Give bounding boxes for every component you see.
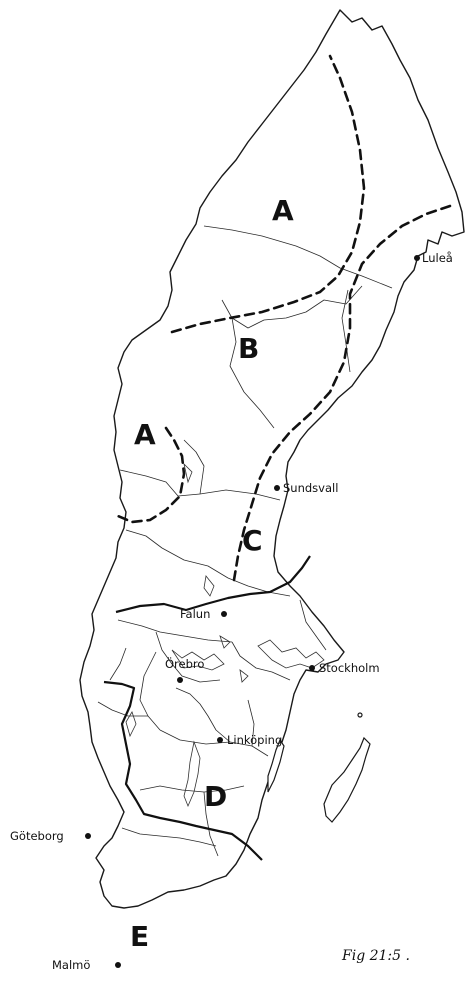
city-malmo: Malmö [52,958,121,972]
svg-text:Göteborg: Göteborg [10,829,64,843]
region-boundary-c [232,204,452,582]
svg-text:Sundsvall: Sundsvall [283,481,338,495]
small-island [357,712,363,718]
city-linkoping: Linköping [217,733,282,747]
gotland-island [323,736,371,823]
city-goteborg: Göteborg [10,829,91,843]
oland-island [267,738,285,793]
region-label-e: E [130,920,149,953]
county-borders [97,225,393,857]
region-boundary-a-south [116,426,186,524]
region-boundary-a-north [170,54,366,334]
svg-text:Falun: Falun [180,607,210,621]
city-lulea: Luleå [414,251,453,265]
svg-text:Örebro: Örebro [165,655,204,671]
region-label-a-north: A [272,194,294,227]
region-label-a-south: A [134,418,156,451]
svg-text:Luleå: Luleå [422,251,453,265]
svg-text:Stockholm: Stockholm [319,661,380,675]
country-outline [79,9,465,909]
region-label-d: D [204,780,227,813]
region-label-b: B [238,332,259,365]
city-orebro: Örebro [165,655,204,683]
thick-boundary-north [115,555,311,614]
city-falun: Falun [180,607,227,621]
figure-caption: Fig 21:5 . [341,948,410,964]
thick-boundary-south [103,680,263,861]
region-label-c: C [242,524,263,557]
svg-text:Malmö: Malmö [52,958,90,972]
city-stockholm: Stockholm [309,661,380,675]
svg-text:Linköping: Linköping [227,733,282,747]
city-sundsvall: Sundsvall [274,481,338,495]
lakes [125,462,325,808]
